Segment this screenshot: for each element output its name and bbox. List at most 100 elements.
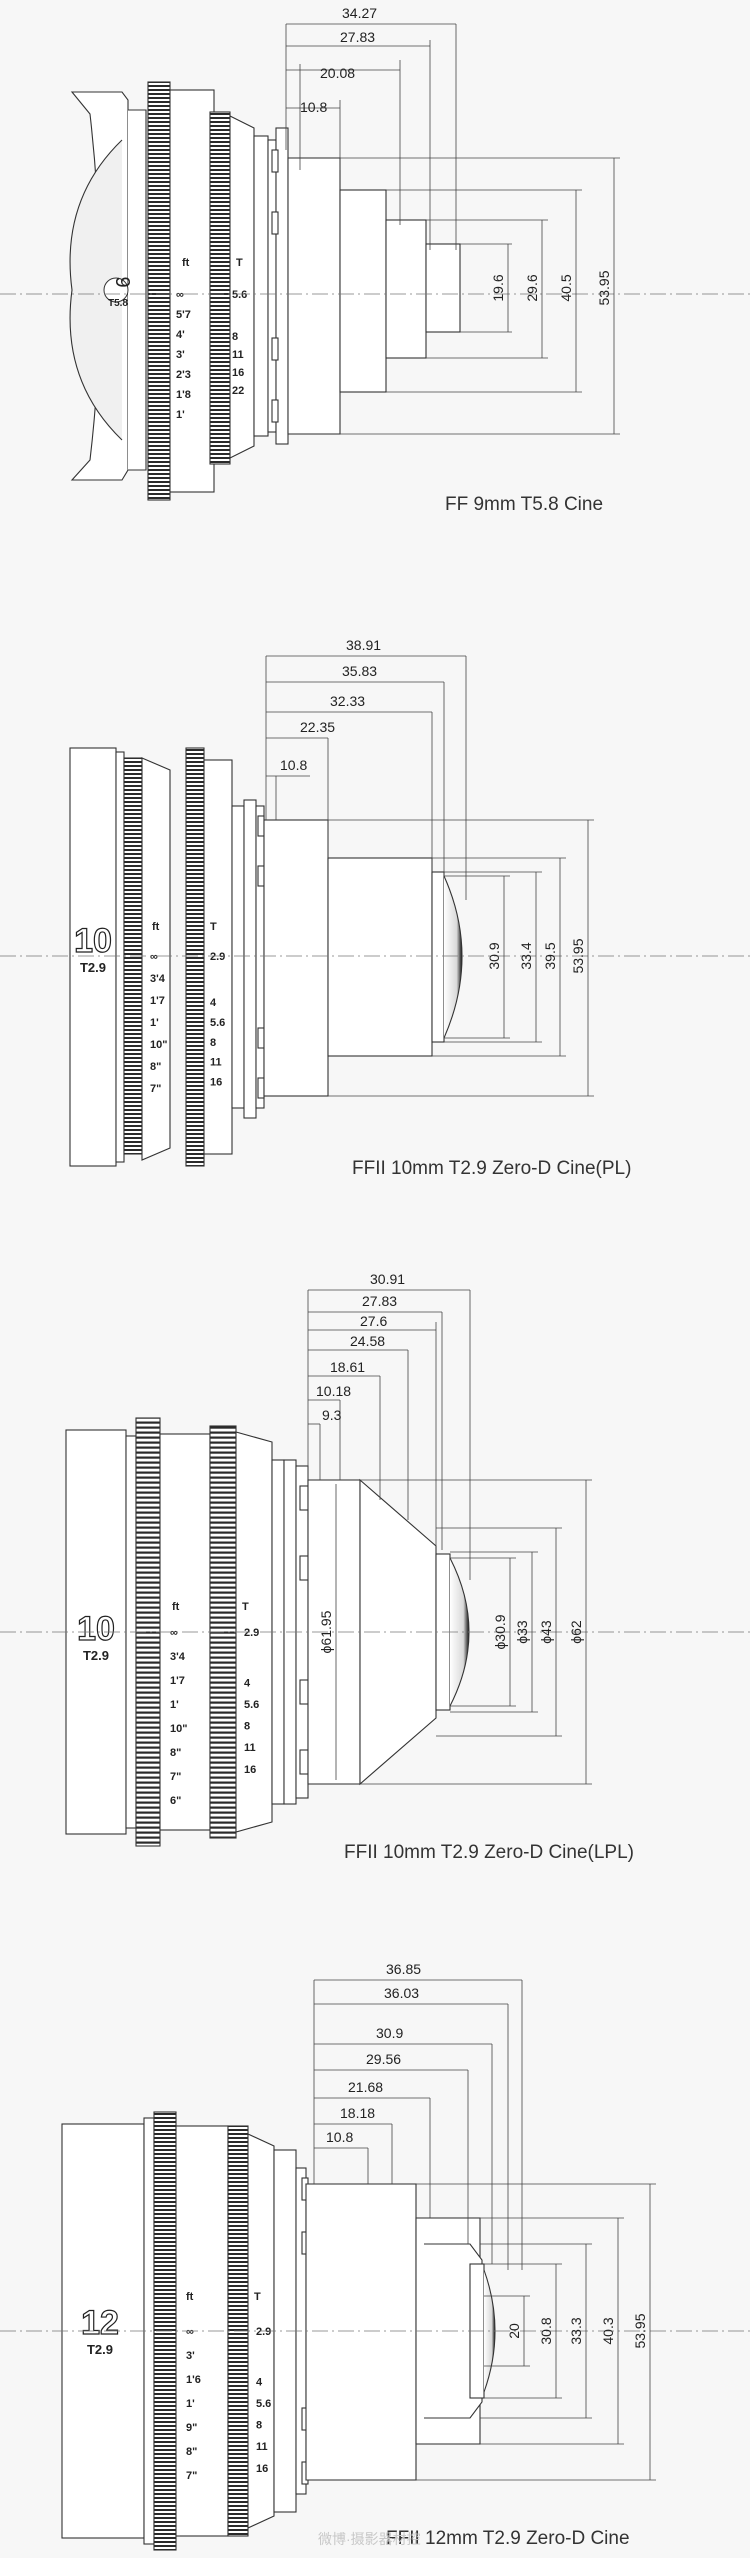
dim-h: 36.85: [386, 1961, 421, 1977]
t-mark: 22: [232, 385, 244, 397]
dim-h: 34.27: [342, 5, 377, 21]
dim-h: 27.83: [340, 29, 375, 45]
dim-h: 22.35: [300, 719, 335, 735]
t-stop-badge: T2.9: [83, 1648, 109, 1663]
dimension-values-4: 36.85 36.03 30.9 29.56 21.68 18.18 10.8 …: [326, 1961, 648, 2349]
dimension-values-3: 30.91 27.83 27.6 24.58 18.61 10.18 9.3 ϕ…: [316, 1271, 584, 1653]
t-mark: 5.6: [244, 1699, 259, 1711]
ft-mark: ∞: [150, 951, 158, 963]
dim-h: 32.33: [330, 693, 365, 709]
t-mark: 8: [210, 1037, 216, 1049]
t-scale-label: T: [210, 921, 217, 933]
ft-scale-label: ft: [152, 921, 160, 933]
t-mark: 5.6: [210, 1017, 225, 1029]
dim-h: 18.18: [340, 2105, 375, 2121]
dim-h: 27.6: [360, 1313, 387, 1329]
ft-mark: 7": [186, 2470, 197, 2482]
ft-mark: ∞: [170, 1627, 178, 1639]
dim-h: 24.58: [350, 1333, 385, 1349]
dim-v: 19.6: [490, 274, 506, 301]
dim-h: 21.68: [348, 2079, 383, 2095]
ft-mark: 9": [186, 2422, 197, 2434]
lens-caption-1: FF 9mm T5.8 Cine: [445, 494, 603, 515]
t-scale-label: T: [242, 1601, 249, 1613]
lens-caption-2: FFII 10mm T2.9 Zero-D Cine(PL): [352, 1158, 631, 1179]
dim-v: 29.6: [524, 274, 540, 301]
dim-h: 9.3: [322, 1407, 342, 1423]
ft-mark-list: ∞ 3' 1'6 1' 9" 8" 7": [186, 2326, 201, 2482]
t-mark: 11: [244, 1742, 256, 1754]
dimension-lines-2: [0, 655, 750, 1097]
ft-mark: 8": [186, 2446, 197, 2458]
ft-mark: 8": [170, 1747, 181, 1759]
ft-mark: 1'8: [176, 389, 191, 401]
dimension-values-2: 38.91 35.83 32.33 22.35 10.8 30.9 33.4 3…: [280, 637, 586, 974]
t-mark: 16: [232, 367, 244, 379]
dimension-lines-1: [0, 23, 750, 435]
ft-mark: 6": [170, 1795, 181, 1807]
ft-mark: 1': [170, 1699, 179, 1711]
focal-badge: 10: [77, 1610, 115, 1648]
ft-mark: 7": [170, 1771, 181, 1783]
t-mark: 2.9: [256, 2326, 271, 2338]
dim-v: 33.3: [568, 2317, 584, 2344]
ft-mark: 1'6: [186, 2374, 201, 2386]
dim-v: ϕ61.95: [318, 1610, 334, 1653]
t-mark: 5.6: [232, 289, 247, 301]
lens-2-markings: 10 T2.9 ft T ∞3'41'71'10"8"7" 2.945.6811…: [73, 921, 225, 1095]
dim-v: 20: [506, 2323, 522, 2339]
t-mark: 8: [256, 2420, 262, 2432]
t-mark: 4: [244, 1677, 251, 1689]
ft-mark: 1': [150, 1017, 159, 1029]
ft-mark-list: ∞3'41'71'10"8"7": [150, 951, 167, 1095]
dim-v: 30.8: [538, 2317, 554, 2344]
dim-h: 20.08: [320, 65, 355, 81]
focal-badge: 10: [74, 922, 112, 960]
t-mark: 2.9: [244, 1627, 259, 1639]
dim-v: ϕ62: [568, 1620, 584, 1644]
ft-scale-label: ft: [172, 1601, 180, 1613]
ft-mark: 1': [176, 409, 185, 421]
dim-v: 40.3: [600, 2317, 616, 2344]
ft-mark: 5'7: [176, 309, 191, 321]
ft-mark-list: ∞3'41'71'10"8"7"6": [170, 1627, 187, 1807]
ft-mark: 4': [176, 329, 185, 341]
ft-mark: ∞: [186, 2326, 194, 2338]
lens-diagram-1: [69, 81, 461, 501]
dimension-values-1: 34.27 27.83 20.08 10.8 19.6 29.6 40.5 53…: [300, 5, 612, 306]
dim-v: ϕ43: [538, 1620, 554, 1644]
ft-mark: 10": [170, 1723, 187, 1735]
dimension-lines-3: [0, 1289, 750, 1785]
ft-mark: 3'4: [170, 1651, 186, 1663]
t-mark: 16: [256, 2463, 268, 2475]
ft-mark: 1'7: [150, 995, 165, 1007]
dim-v: 53.95: [570, 938, 586, 973]
t-mark: 16: [244, 1764, 256, 1776]
t-mark: 11: [256, 2441, 268, 2453]
dimension-lines-4: [0, 1979, 750, 2481]
ft-mark: 10": [150, 1039, 167, 1051]
dim-h: 10.8: [280, 757, 307, 773]
t-stop-badge: T2.9: [80, 960, 106, 975]
lens-caption-3: FFII 10mm T2.9 Zero-D Cine(LPL): [344, 1842, 634, 1863]
t-stop-badge: T2.9: [87, 2342, 113, 2357]
dim-v: 30.9: [486, 942, 502, 969]
dim-h: 30.91: [370, 1271, 405, 1287]
ft-mark: 3': [186, 2350, 195, 2362]
ft-mark: 2'3: [176, 369, 191, 381]
ft-mark: ∞: [176, 289, 184, 301]
dim-h: 10.8: [300, 99, 327, 115]
dim-h: 36.03: [384, 1985, 419, 2001]
t-mark: 4: [256, 2376, 263, 2388]
ft-mark: 1': [186, 2398, 195, 2410]
t-mark: 16: [210, 1076, 222, 1088]
dim-v: 39.5: [542, 942, 558, 969]
dim-h: 10.8: [326, 2129, 353, 2145]
